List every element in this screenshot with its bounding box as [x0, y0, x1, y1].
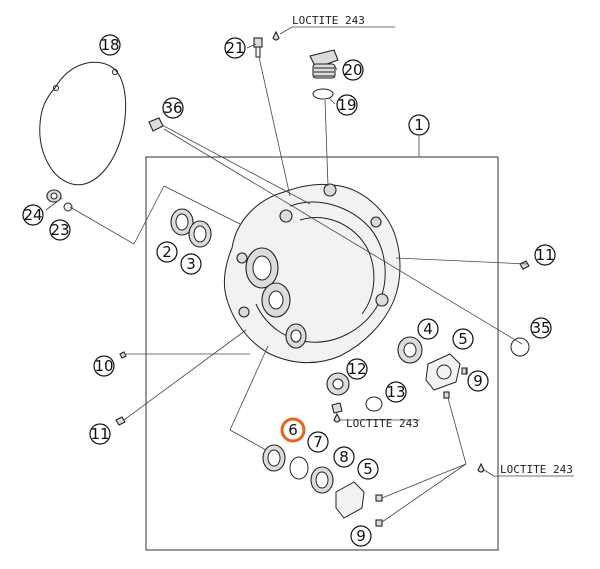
- svg-text:36: 36: [163, 99, 182, 117]
- svg-text:1: 1: [414, 116, 424, 134]
- callout-7: 7: [307, 431, 329, 453]
- callout-18: 18: [99, 34, 121, 56]
- plug-part: [46, 189, 62, 203]
- svg-text:20: 20: [343, 61, 362, 79]
- small-o-ring-part: [365, 396, 383, 412]
- svg-text:13: 13: [386, 383, 405, 401]
- loctite-drop-icon: [272, 30, 280, 41]
- cover-plate-hole: [436, 364, 452, 380]
- svg-text:9: 9: [356, 527, 366, 545]
- callout-23: 23: [49, 219, 71, 241]
- clutch-cover-part: [223, 183, 401, 364]
- callout-5-upper: 5: [452, 328, 474, 350]
- washer-part: [63, 202, 73, 212]
- loctite-drop-icon: [333, 412, 341, 423]
- callout-12: 12: [346, 358, 368, 380]
- seal-ring-3: [188, 220, 212, 248]
- callout-35: 35: [530, 317, 552, 339]
- callout-11-right: 11: [534, 244, 556, 266]
- o-ring-part: [312, 88, 334, 100]
- bearing-lower-part: [310, 466, 334, 494]
- callout-20: 20: [342, 59, 364, 81]
- fitting-part: [148, 117, 164, 132]
- snap-ring-part: [289, 456, 309, 480]
- seal-ring-2: [170, 208, 194, 236]
- dowel-part-11-left: [115, 416, 126, 426]
- callout-2: 2: [156, 241, 178, 263]
- svg-text:18: 18: [100, 36, 119, 54]
- svg-text:19: 19: [337, 96, 356, 114]
- svg-text:11: 11: [90, 425, 109, 443]
- filler-plug-part: [309, 49, 339, 79]
- dowel-part-11-right: [519, 260, 530, 270]
- callout-19: 19: [336, 94, 358, 116]
- cap-part: [326, 372, 350, 396]
- svg-text:8: 8: [339, 448, 349, 466]
- svg-text:35: 35: [531, 319, 550, 337]
- callout-9-upper: 9: [467, 370, 489, 392]
- shaft-seal-part: [262, 444, 286, 472]
- callout-13: 13: [385, 381, 407, 403]
- svg-text:9: 9: [473, 372, 483, 390]
- svg-text:21: 21: [225, 39, 244, 57]
- callout-4: 4: [417, 318, 439, 340]
- svg-text:23: 23: [50, 221, 69, 239]
- callout-1: 1: [408, 114, 430, 136]
- assembly-frame: [145, 156, 499, 551]
- cover-plate-part: [425, 353, 461, 391]
- gasket-part: [39, 61, 127, 186]
- callout-36: 36: [162, 97, 184, 119]
- bolt-part-4: [375, 519, 383, 527]
- callout-24: 24: [22, 204, 44, 226]
- svg-text:11: 11: [535, 246, 554, 264]
- gasket-hole-2: [112, 69, 118, 75]
- bolt-part-2: [443, 391, 450, 399]
- loctite-note-top: LOCTITE 243: [292, 14, 365, 27]
- svg-text:3: 3: [186, 255, 196, 273]
- bolt-part-3: [375, 494, 383, 502]
- cover-plate-lower-part: [335, 481, 365, 519]
- bolt-part-1: [461, 367, 468, 375]
- svg-text:6: 6: [288, 421, 298, 439]
- right-o-ring-part: [510, 337, 530, 357]
- svg-text:4: 4: [423, 320, 433, 338]
- callout-8: 8: [333, 446, 355, 468]
- loctite-note-right: LOCTITE 243: [500, 463, 573, 476]
- callout-11-left: 11: [89, 423, 111, 445]
- svg-text:5: 5: [458, 330, 468, 348]
- leader-lines: [45, 26, 574, 523]
- gasket-hole-1: [53, 85, 59, 91]
- dowel-part-10: [119, 351, 127, 359]
- callout-10: 10: [93, 355, 115, 377]
- callout-6-highlighted: 6: [280, 417, 306, 443]
- svg-text:7: 7: [313, 433, 323, 451]
- svg-text:10: 10: [94, 357, 113, 375]
- svg-text:5: 5: [363, 460, 373, 478]
- screw-part: [253, 37, 263, 58]
- callout-9-lower: 9: [350, 525, 372, 547]
- callout-3: 3: [180, 253, 202, 275]
- loctite-drop-icon: [477, 462, 485, 473]
- loctite-note-middle: LOCTITE 243: [346, 417, 419, 430]
- svg-text:2: 2: [162, 243, 172, 261]
- svg-text:24: 24: [23, 206, 42, 224]
- bearing-part: [397, 336, 423, 364]
- callout-5-lower: 5: [357, 458, 379, 480]
- svg-text:12: 12: [347, 360, 366, 378]
- callout-21: 21: [224, 37, 246, 59]
- cap-screw-part: [331, 402, 343, 414]
